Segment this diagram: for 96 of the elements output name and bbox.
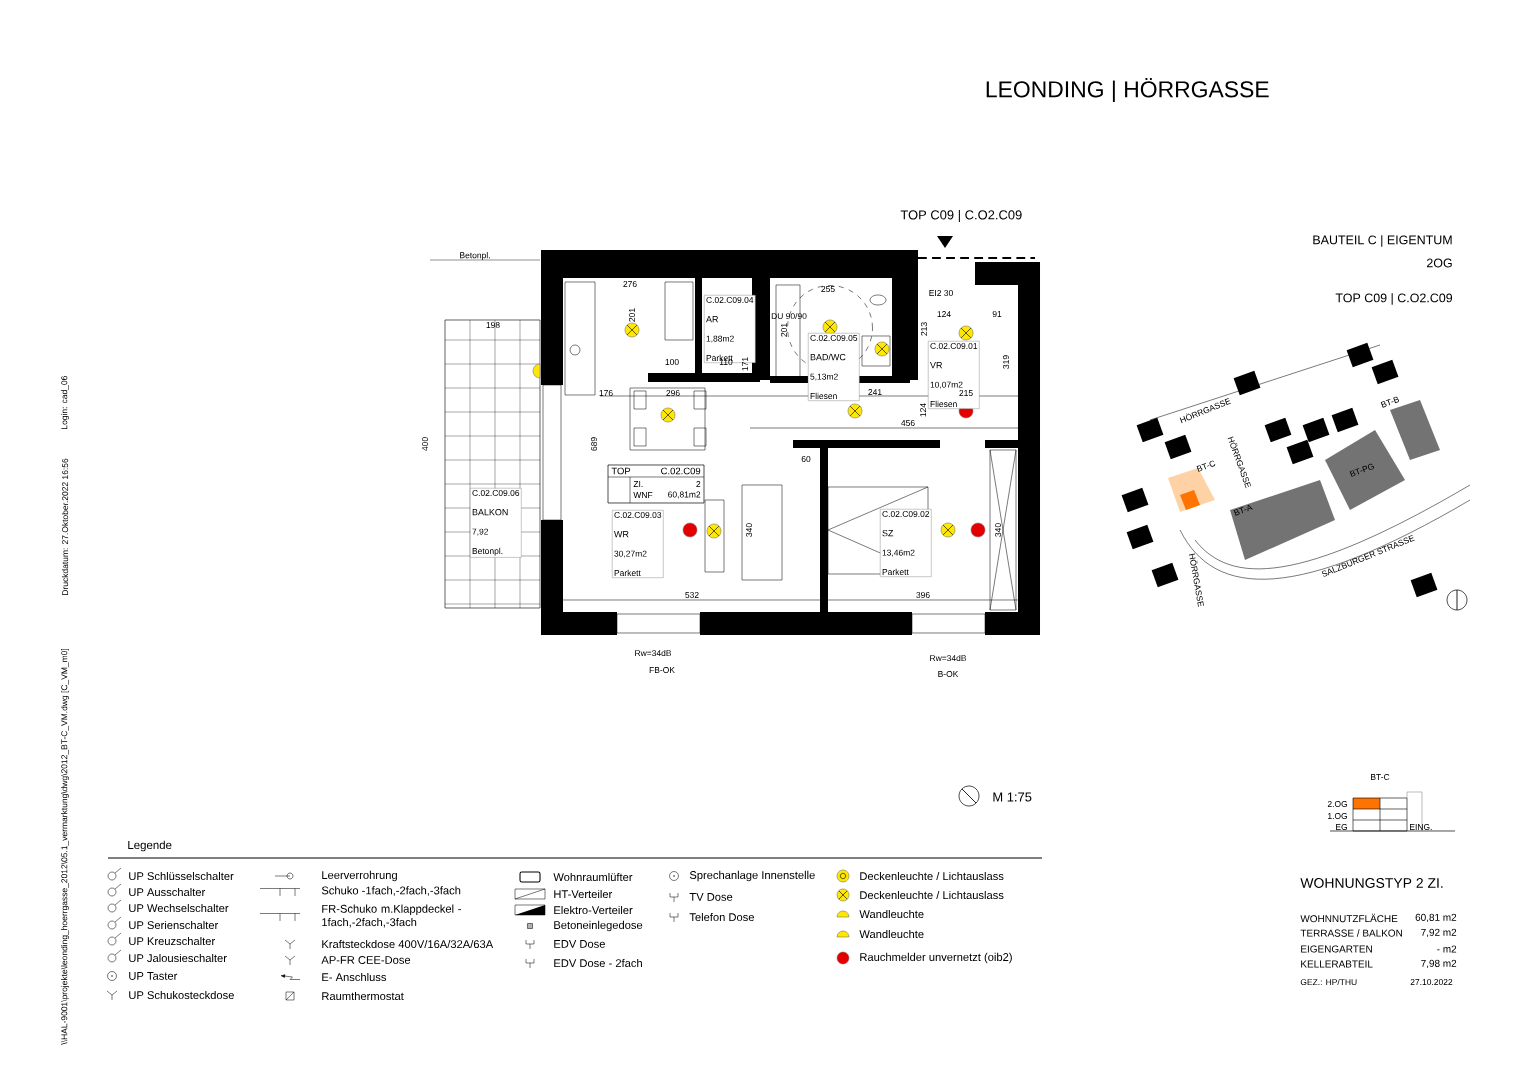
file-path: \\HAL-9001\projekte\leonding_hoerrgasse_2012\05.1_vermarktung\dwg\2012_BT-C_VM.dwg [C_VM_m0] bbox=[61, 648, 69, 1045]
dimension-number: 171 bbox=[742, 357, 748, 371]
plan-heading: TOP C09 | C.O2.C09 bbox=[900, 209, 1022, 223]
building-label: BT-A bbox=[1233, 504, 1253, 516]
dimension-number: 319 bbox=[1003, 355, 1009, 369]
title: LEONDING | HÖRRGASSE bbox=[986, 78, 1269, 102]
legend-text: Kraftsteckdose 400V/16A/32A/63A bbox=[322, 939, 494, 949]
dimension-number: 276 bbox=[623, 281, 637, 287]
floor-key-label: 2.OG bbox=[1327, 801, 1348, 807]
area-value: - m2 bbox=[1437, 945, 1457, 953]
project-info: 2OG bbox=[1427, 258, 1452, 268]
print-date: Druckdatum: 27.Oktober.2022 16:56 bbox=[61, 458, 69, 595]
project-info: BAUTEIL C | EIGENTUM bbox=[1313, 235, 1452, 247]
area-value: 7,92 m2 bbox=[1421, 928, 1457, 938]
window-label: Rw=34dB bbox=[635, 649, 672, 657]
legend-text: EDV Dose - 2fach bbox=[554, 958, 642, 968]
legend-text: Deckenleuchte / Lichtauslass bbox=[860, 890, 1004, 900]
legend-text: UP Serienschalter bbox=[129, 920, 219, 930]
apartment-type: WOHNUNGSTYP 2 ZI. bbox=[1300, 878, 1443, 888]
area-item: KELLERABTEIL bbox=[1301, 960, 1373, 968]
login-label: Login: cad_06 bbox=[61, 376, 69, 429]
legend-text: Elektro-Verteiler bbox=[554, 905, 633, 915]
building-label: BT-B bbox=[1380, 396, 1399, 408]
legend-text: UP Jalousieschalter bbox=[129, 953, 227, 963]
legend-heading: Legende bbox=[128, 840, 172, 852]
dimension-number: 255 bbox=[821, 286, 835, 292]
area-value: 60,81 m2 bbox=[1415, 913, 1457, 923]
legend-text: Wandleuchte bbox=[859, 909, 924, 919]
dimension-number: 124 bbox=[920, 403, 926, 417]
legend-text: EDV Dose bbox=[554, 940, 605, 948]
legend-text: Wohnraumlüfter bbox=[553, 872, 633, 882]
dimension-number: 340 bbox=[746, 523, 752, 537]
date-label: 27.10.2022 bbox=[1410, 979, 1453, 985]
dimension-number: 60 bbox=[801, 456, 811, 462]
legend-text: Sprechanlage Innenstelle bbox=[689, 870, 815, 882]
floor-key-label: 1.OG bbox=[1328, 813, 1348, 819]
material-label: Betonpl. bbox=[460, 252, 490, 260]
dimension-number: 456 bbox=[901, 420, 915, 426]
legend-text: AP-FR CEE-Dose bbox=[321, 956, 411, 964]
drawn-by: GEZ.: HP/THU bbox=[1300, 978, 1357, 986]
dimension-number: 201 bbox=[781, 323, 787, 337]
dimension-number: 296 bbox=[666, 390, 680, 396]
building-label: BT-PG bbox=[1349, 463, 1375, 477]
room-label: C.02.C09.02 SZ 13,46m2 Parkett bbox=[880, 509, 932, 577]
window-label: FB-OK bbox=[649, 667, 675, 673]
area-table: TOP C.02.C09 ZI. 2 WNF 60,81m2 bbox=[607, 464, 705, 504]
area-item: TERRASSE / BALKON bbox=[1300, 929, 1402, 937]
area-item: EIGENGARTEN bbox=[1301, 945, 1372, 953]
legend-text: Rauchmelder unvernetzt (oib2) bbox=[860, 952, 1012, 964]
window-label: B-OK bbox=[938, 671, 959, 677]
dimension-number: 100 bbox=[665, 359, 679, 365]
floor-key-label: BT-C bbox=[1371, 774, 1390, 780]
door-label: EI2 30 bbox=[929, 290, 953, 296]
room-label: C.02.C09.06 BALKON 7,92 Betonpl. bbox=[470, 488, 522, 558]
dimension-number: 241 bbox=[868, 389, 882, 395]
dimension-number: 532 bbox=[685, 592, 699, 598]
legend-text: Schuko -1fach,-2fach,-3fach bbox=[321, 886, 461, 896]
legend-text: UP Kreuzschalter bbox=[129, 936, 215, 946]
legend-text: Telefon Dose bbox=[689, 912, 754, 922]
floor-key-label: EG bbox=[1336, 824, 1348, 830]
legend-text: UP Wechselschalter bbox=[129, 903, 229, 913]
legend-text: E- Anschluss bbox=[322, 972, 387, 982]
dimension-number: 340 bbox=[995, 523, 1001, 537]
dimension-number: 124 bbox=[937, 311, 951, 317]
legend-text: HT-Verteiler bbox=[554, 889, 613, 899]
dimension-number: 198 bbox=[486, 322, 500, 328]
window-label: Rw=34dB bbox=[930, 654, 967, 662]
dimension-number: 400 bbox=[422, 437, 428, 451]
fixture-label: DU 90/90 bbox=[771, 312, 807, 320]
legend-text: UP Ausschalter bbox=[129, 887, 206, 897]
legend-text: Betoneinlegedose bbox=[554, 920, 643, 932]
dimension-number: 213 bbox=[921, 322, 927, 336]
area-item: WOHNNUTZFLÄCHE bbox=[1300, 913, 1398, 923]
scale-label: M 1:75 bbox=[993, 792, 1032, 802]
legend-text: UP Taster bbox=[129, 972, 178, 980]
dimension-number: 201 bbox=[629, 308, 635, 322]
legend-text: TV Dose bbox=[689, 893, 733, 901]
dimension-number: 91 bbox=[992, 311, 1002, 317]
room-label: C.02.C09.05 BAD/WC 5,13m2 Fliesen bbox=[808, 333, 860, 401]
legend-text: UP Schukosteckdose bbox=[129, 990, 234, 1000]
dimension-number: 396 bbox=[916, 592, 930, 598]
dimension-number: 215 bbox=[959, 390, 973, 396]
legend-text: Deckenleuchte / Lichtauslass bbox=[860, 871, 1004, 881]
legend-text: Raumthermostat bbox=[322, 991, 404, 1001]
legend-text: Wandleuchte bbox=[859, 929, 924, 939]
room-label: C.02.C09.03 WR 30,27m2 Parkett bbox=[612, 510, 664, 578]
legend-text: FR-Schuko m.Klappdeckel -1fach,-2fach,-3fach bbox=[322, 904, 461, 928]
floor-key-label: EING. bbox=[1410, 824, 1432, 830]
project-info: TOP C09 | C.O2.C09 bbox=[1335, 293, 1453, 305]
dimension-number: 110 bbox=[719, 359, 733, 365]
dimension-number: 689 bbox=[591, 437, 597, 451]
building-label: BT-C bbox=[1196, 460, 1216, 472]
area-value: 7,98 m2 bbox=[1421, 959, 1457, 969]
legend-text: Leerverrohrung bbox=[322, 870, 397, 882]
dimension-number: 176 bbox=[599, 390, 613, 396]
legend-text: UP Schlüsselschalter bbox=[129, 871, 234, 881]
